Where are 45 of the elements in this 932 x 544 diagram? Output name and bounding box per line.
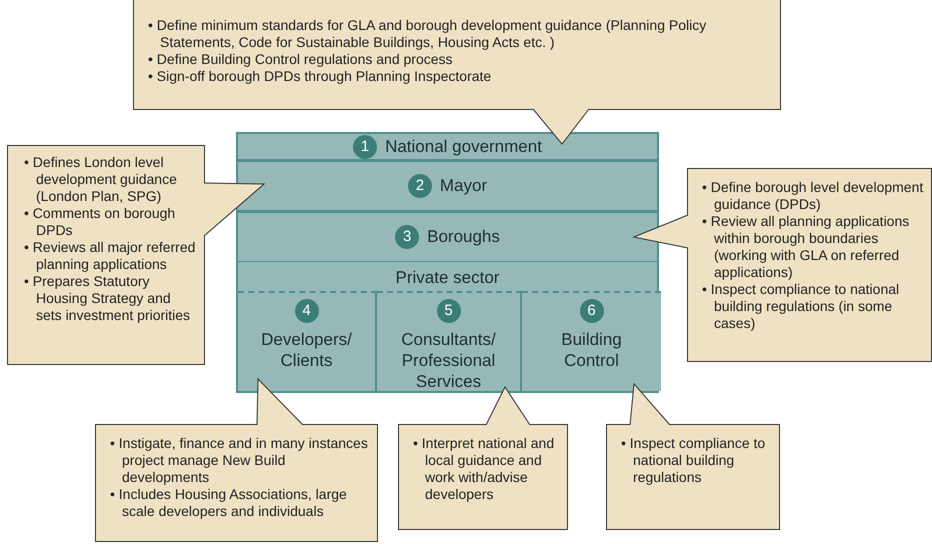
callout-box [398,424,568,530]
number-badge: 5 [436,299,460,323]
bullet-item: • Define borough level development guidance (DPDs) [702,179,924,213]
tier-label: Building Control [560,329,623,371]
bullet-item: • Interpret national and local guidance and work with/advise developers [413,435,556,503]
bullet-item: • Instigate, finance and in many instances project manage New Build developments [110,435,369,486]
number-badge: 6 [580,299,604,323]
bullet-item: • Prepares Statutory Housing Strategy and sets investment priorities [24,273,192,324]
callout-pointer [630,382,670,426]
organisation-panel [238,291,377,391]
organisation-panel [377,291,522,391]
callout-pointer [204,182,266,236]
bullet-item: • Review all planning applications within borough boundaries (working with GLA on referred applications) [702,213,910,281]
callout-box [7,145,205,365]
bullet-item: • Defines London level development guidance (London Plan, SPG) [24,154,178,205]
tier-label: National government [385,136,542,156]
bullet-item: • Define Building Control regulations and process [148,51,454,68]
bullet-item: • Inspect compliance to national building regulations [621,435,766,486]
number-badge: 2 [408,174,432,198]
number-badge: 4 [294,299,318,323]
bullet-item: • Reviews all major referred planning applications [24,239,196,273]
sector-panel [236,262,659,393]
tier-label: Consultants/ Professional Services [400,329,497,392]
bullet-item: • Inspect compliance to national building regulations (in some cases) [702,281,900,332]
callout-box [687,168,932,362]
bullet-item: • Sign-off borough DPDs through Planning Inspectorate [148,68,492,85]
callout-pointer [632,214,688,248]
callout-pointer [256,378,304,426]
tier-label: Private sector [394,268,500,288]
tier-label: Developers/ Clients [260,329,353,371]
tier-label: Mayor [440,176,488,196]
tier-band [236,132,659,161]
number-badge: 1 [353,134,378,158]
callout-pointer [532,108,590,145]
organisation-panel [522,291,661,391]
tier-label: Boroughs [427,227,500,247]
callout-pointer [486,386,530,426]
bullet-item: • Define minimum standards for GLA and borough development guidance (Planning Policy Statements, Code for Sustainable Buildings, Housing Acts etc. ) [148,17,708,51]
number-badge: 3 [395,225,420,249]
callout-box [606,424,780,530]
tier-band [236,160,659,212]
callout-box [95,424,378,542]
bullet-item: • Includes Housing Associations, large scale developers and individuals [110,486,348,520]
bullet-item: • Comments on borough DPDs [24,205,176,239]
tier-band [236,211,659,263]
